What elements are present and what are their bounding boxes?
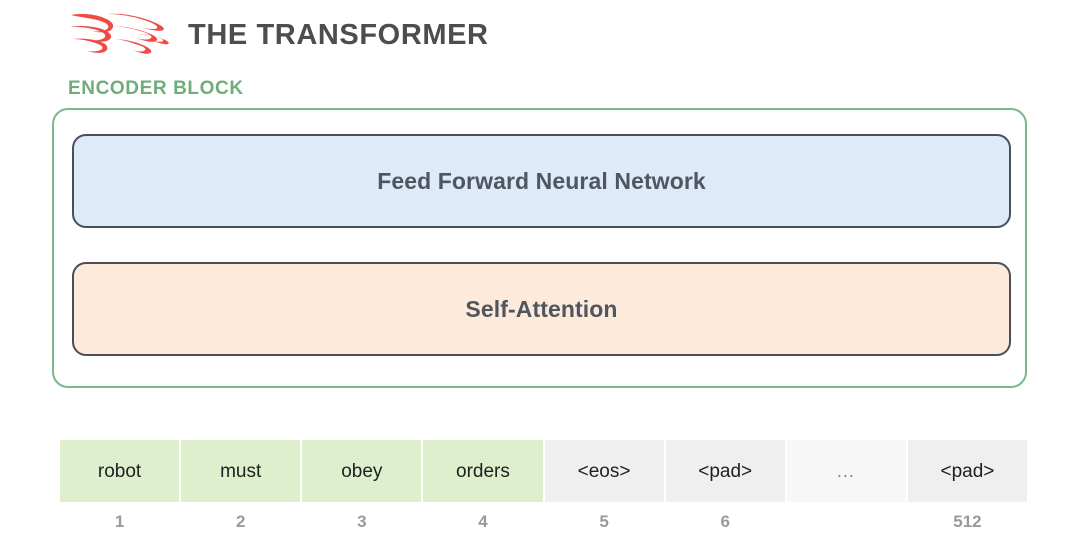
token-index: 512 (953, 511, 982, 531)
token-cell-ellipsis: … (786, 440, 906, 502)
token-index: 1 (114, 511, 125, 531)
self-attention-label: Self-Attention (465, 295, 618, 322)
feed-forward-neural-network-box[interactable]: Feed Forward Neural Network (72, 134, 1011, 228)
token-text: orders (456, 460, 510, 482)
ellipsis-text: … (835, 460, 857, 482)
app-header: THE TRANSFORMER (68, 8, 489, 64)
token-sequence-table: robot must obey orders <eos> <pad> … <pa… (60, 440, 1027, 538)
token-index: 6 (720, 511, 730, 531)
token-index-empty (787, 504, 906, 538)
token-text: robot (97, 460, 142, 482)
token-cell[interactable]: obey (302, 440, 422, 502)
encoder-block-label: ENCODER BLOCK (68, 78, 244, 99)
token-index-row: 1 2 3 4 5 6 512 (60, 504, 1027, 538)
token-text: <pad> (940, 460, 995, 482)
encoder-block-container: Feed Forward Neural Network Self-Attenti… (52, 108, 1027, 388)
token-cell[interactable]: <pad> (907, 440, 1027, 502)
self-attention-box[interactable]: Self-Attention (72, 262, 1011, 356)
token-index: 3 (357, 511, 367, 531)
token-index: 2 (235, 511, 246, 531)
token-index: 5 (599, 511, 609, 531)
flame-icon (70, 13, 169, 54)
token-cell[interactable]: orders (423, 440, 543, 502)
token-text: <eos> (577, 460, 631, 482)
token-cell[interactable]: robot (60, 440, 180, 502)
token-text: obey (341, 460, 383, 482)
token-row: robot must obey orders <eos> <pad> … <pa… (60, 440, 1027, 502)
token-index: 4 (478, 511, 488, 531)
feed-forward-label: Feed Forward Neural Network (377, 167, 706, 194)
token-cell[interactable]: <pad> (665, 440, 785, 502)
page-title: THE TRANSFORMER (188, 18, 489, 51)
token-cell[interactable]: must (181, 440, 301, 502)
token-text: must (220, 460, 262, 482)
token-text: <pad> (698, 460, 753, 482)
token-cell[interactable]: <eos> (544, 440, 664, 502)
